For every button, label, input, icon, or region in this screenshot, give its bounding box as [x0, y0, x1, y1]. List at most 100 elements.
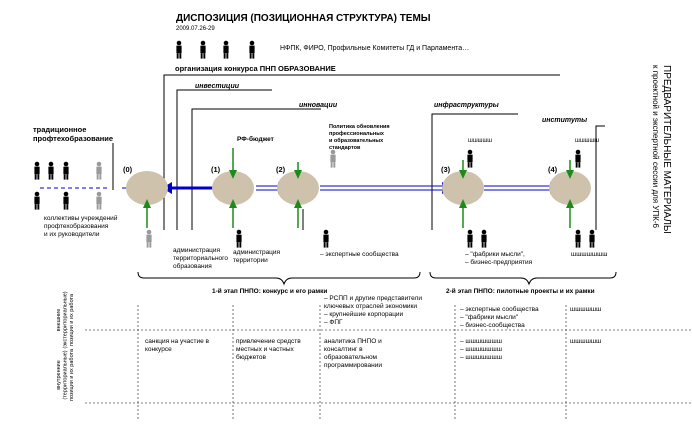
node-2-label: (2) — [276, 165, 286, 174]
node-4-label: (4) — [548, 165, 558, 174]
col3-int-line-3: – шшшшшшш — [460, 354, 502, 361]
col0-int-line-2: конкурсе — [145, 346, 172, 353]
infrastructures-frame-line — [431, 113, 518, 230]
col2-int-line-2: консалтинг в — [324, 346, 363, 353]
admin-terr-label-2: территориального — [173, 255, 228, 262]
investments-frame-line — [176, 89, 272, 230]
node-1[interactable]: (1) — [211, 165, 254, 205]
participants-people — [176, 40, 255, 59]
side-title-sub: к проектной и экспертной сессии для УПК-… — [651, 65, 660, 229]
node-4[interactable]: (4) — [548, 165, 591, 205]
external-positions-label: внешние (экстерриториальные) позиции и и… — [56, 291, 75, 348]
svg-text:(территориальные): (территориальные) — [63, 350, 69, 399]
investments-label: инвестиции — [195, 83, 240, 90]
admin-territory-person — [236, 229, 242, 248]
node-3-label: (3) — [441, 165, 451, 174]
collectives-label-2: профтехобразования — [44, 222, 109, 230]
stage-braces — [137, 271, 617, 286]
node-0-label: (0) — [123, 165, 133, 174]
col2-ext-line-2: ключевых отраслей экономики — [324, 302, 417, 310]
green-arrows — [143, 148, 574, 228]
collectives-label-3: и их руководители — [44, 231, 100, 238]
inst-top-person — [575, 149, 581, 168]
page-title: ДИСПОЗИЦИЯ (ПОЗИЦИОННАЯ СТРУКТУРА) ТЕМЫ — [176, 13, 431, 24]
innovations-label: инновации — [299, 102, 338, 109]
rf-budget-label: РФ-бюджет — [237, 135, 274, 143]
dashed-grid — [85, 305, 692, 420]
stage1-label: 1-й этап ПНПО: конкурс и его рамки — [212, 287, 327, 295]
col2-int-line-4: программировании — [324, 362, 382, 369]
node-3[interactable]: (3) — [441, 165, 484, 205]
side-title-main: ПРЕДВАРИТЕЛЬНЫЕ МАТЕРИАЛЫ — [661, 65, 672, 234]
svg-text:(экстерриториальные): (экстерриториальные) — [63, 291, 69, 348]
col3-ext-line-3: – бизнес-сообщества — [460, 321, 525, 329]
org-label: организация конкурса ПНП ОБРАЗОВАНИЕ — [175, 64, 336, 73]
policy-label-1: Политика обновления — [329, 123, 390, 130]
think-tanks-label-1: – "фабрики мысли", — [465, 250, 525, 258]
stage2-label: 2-й этап ПНПО: пилотные проекты и их рам… — [446, 287, 595, 295]
col3-int-line-1: – шшшшшшш — [460, 338, 502, 345]
inst-person-2 — [589, 229, 595, 248]
admin-terr-person — [146, 229, 152, 248]
expert-comm-label: – экспертные сообщества — [320, 250, 399, 258]
col1-int-line-2: местных и частных — [236, 346, 295, 353]
policy-label-2: профессиональных — [329, 130, 385, 137]
node-4-circle — [549, 171, 591, 205]
node-0-circle — [126, 171, 168, 205]
think-tanks-label-2: – бизнес-предприятия — [465, 258, 533, 266]
session-date: 2009.07.26-29 — [176, 26, 215, 32]
col1-int-line-1: привлечение средств — [236, 338, 301, 345]
traditional-label-2: профтехобразование — [33, 134, 113, 143]
admin-terr-label-1: администрация — [173, 247, 221, 254]
col2-ext-line-3: – крупнейшие корпорации — [324, 310, 404, 318]
svg-text:позиции и их работа: позиции и их работа — [69, 348, 75, 401]
svg-text:позиции и их работа: позиции и их работа — [69, 293, 75, 346]
col2-int-line-3: образовательном — [324, 353, 378, 361]
node-3-circle — [442, 171, 484, 205]
collectives-people — [34, 161, 102, 210]
col4-ext-placeholder: шшшшшш — [570, 306, 601, 313]
blue-connections — [122, 185, 554, 191]
think-tank-person-1 — [467, 229, 473, 248]
col1-int-line-3: бюджетов — [236, 353, 267, 361]
col3-ext-line-1: – экспертные сообщества — [460, 305, 539, 313]
framework-lines — [163, 74, 605, 230]
innovations-frame-line — [191, 108, 321, 230]
col2-ext-line-1: – РСПП и другие представители — [324, 295, 422, 302]
admin-territory-label-1: администрация — [233, 249, 281, 256]
node-1-label: (1) — [211, 165, 221, 174]
traditional-label-1: традиционное — [33, 125, 86, 134]
svg-text:внешние: внешние — [56, 309, 62, 332]
node-2[interactable]: (2) — [276, 165, 319, 205]
node-1-circle — [212, 171, 254, 205]
infrastructures-label: инфраструктуры — [434, 102, 499, 109]
inst-bottom-placeholder: шшшшшшш — [571, 251, 608, 258]
node-0[interactable]: (0) — [123, 165, 168, 205]
infra-top-person — [467, 149, 473, 168]
col4-int-placeholder: шшшшшш — [570, 338, 601, 345]
policy-label-4: стандартов — [329, 145, 361, 151]
org-frame-line — [163, 74, 560, 230]
policy-person — [330, 149, 336, 168]
col2-ext-line-4: – ФПГ — [324, 319, 343, 326]
internal-positions-label: внутренние (территориальные) позиции и и… — [56, 348, 75, 401]
col0-int-line-1: санкция на участие в — [145, 338, 210, 345]
col3-int-line-2: – шшшшшшш — [460, 346, 502, 353]
col2-int-line-1: аналитика ПНПО и — [324, 338, 382, 345]
node-2-circle — [277, 171, 319, 205]
infra-top-placeholder: шшшшш — [468, 138, 492, 144]
think-tank-person-2 — [481, 229, 487, 248]
col3-ext-line-2: – "фабрики мысли" — [460, 313, 519, 321]
side-title: ПРЕДВАРИТЕЛЬНЫЕ МАТЕРИАЛЫ к проектной и … — [651, 65, 672, 234]
admin-terr-label-3: образования — [173, 262, 212, 270]
institutes-label: институты — [542, 117, 587, 124]
inst-person-1 — [575, 229, 581, 248]
inst-top-placeholder: шшшшш — [575, 138, 599, 144]
expert-person — [323, 229, 329, 248]
policy-label-3: и образовательных — [329, 137, 384, 144]
admin-territory-label-2: территории — [233, 257, 268, 264]
participants-text: НФПК, ФИРО, Профильные Комитеты ГД и Пар… — [280, 45, 469, 52]
collectives-label-1: коллективы учреждений — [44, 214, 118, 222]
svg-text:внутренние: внутренние — [56, 360, 62, 390]
